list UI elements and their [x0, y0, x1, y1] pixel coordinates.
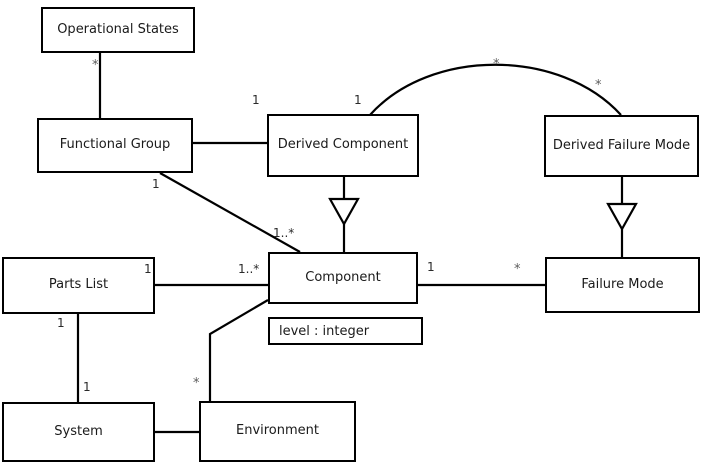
class-name-failure-mode: Failure Mode — [581, 276, 664, 292]
multiplicity-label-failure-mode-from-component: * — [514, 262, 521, 277]
multiplicity-label-component-from-func-group: 1..* — [273, 226, 295, 240]
multiplicity-label-component-from-parts-list: 1..* — [238, 262, 260, 276]
multiplicity-label-derived-comp-arc-apex: * — [493, 57, 500, 72]
class-name-system: System — [54, 423, 103, 439]
multiplicity-label-derived-comp-arc-start: 1 — [354, 93, 362, 107]
class-name-functional-group: Functional Group — [59, 137, 171, 153]
class-name-operational-states: Operational States — [57, 21, 179, 37]
multiplicity-label-parts-list-to-system-upper: 1 — [57, 316, 65, 330]
attribute-text-component-attributes: level : integer — [279, 323, 370, 339]
class-box-functional-group[interactable]: Functional Group — [37, 118, 193, 173]
multiplicity-label-func-group-to-derived-comp: 1 — [252, 93, 260, 107]
class-box-operational-states[interactable]: Operational States — [41, 7, 195, 53]
generalization-arrowhead-derived-component--component — [328, 197, 360, 227]
multiplicity-label-derived-failure-mode-arc-end: * — [595, 78, 602, 93]
association-line-derived-component--derived-failure-mode — [369, 63, 622, 116]
class-box-parts-list[interactable]: Parts List — [2, 257, 155, 314]
class-box-derived-failure-mode[interactable]: Derived Failure Mode — [544, 115, 699, 177]
association-line-functional-group--component — [159, 172, 301, 253]
class-box-derived-component[interactable]: Derived Component — [267, 114, 419, 177]
class-name-derived-component: Derived Component — [277, 137, 409, 153]
multiplicity-label-environment-to-component: * — [193, 376, 200, 391]
class-box-component[interactable]: Component — [268, 252, 418, 304]
multiplicity-label-parts-list-to-component: 1 — [144, 262, 152, 276]
multiplicity-label-parts-list-to-system-lower: 1 — [83, 380, 91, 394]
generalization-arrowhead-derived-failure-mode--failure-mode — [606, 202, 638, 232]
class-box-environment[interactable]: Environment — [199, 401, 356, 462]
class-name-derived-failure-mode: Derived Failure Mode — [552, 137, 691, 153]
multiplicity-label-component-to-failure-mode: 1 — [427, 260, 435, 274]
class-name-environment: Environment — [235, 423, 319, 439]
multiplicity-label-op-states-to-func-group: * — [92, 58, 99, 73]
attribute-compartment-component-attributes[interactable]: level : integer — [268, 317, 423, 345]
class-name-component: Component — [305, 269, 381, 285]
class-box-system[interactable]: System — [2, 402, 155, 462]
association-line-environment--component — [208, 299, 269, 401]
class-box-failure-mode[interactable]: Failure Mode — [545, 257, 700, 313]
class-name-parts-list: Parts List — [48, 277, 109, 293]
multiplicity-label-func-group-to-component: 1 — [152, 177, 160, 191]
